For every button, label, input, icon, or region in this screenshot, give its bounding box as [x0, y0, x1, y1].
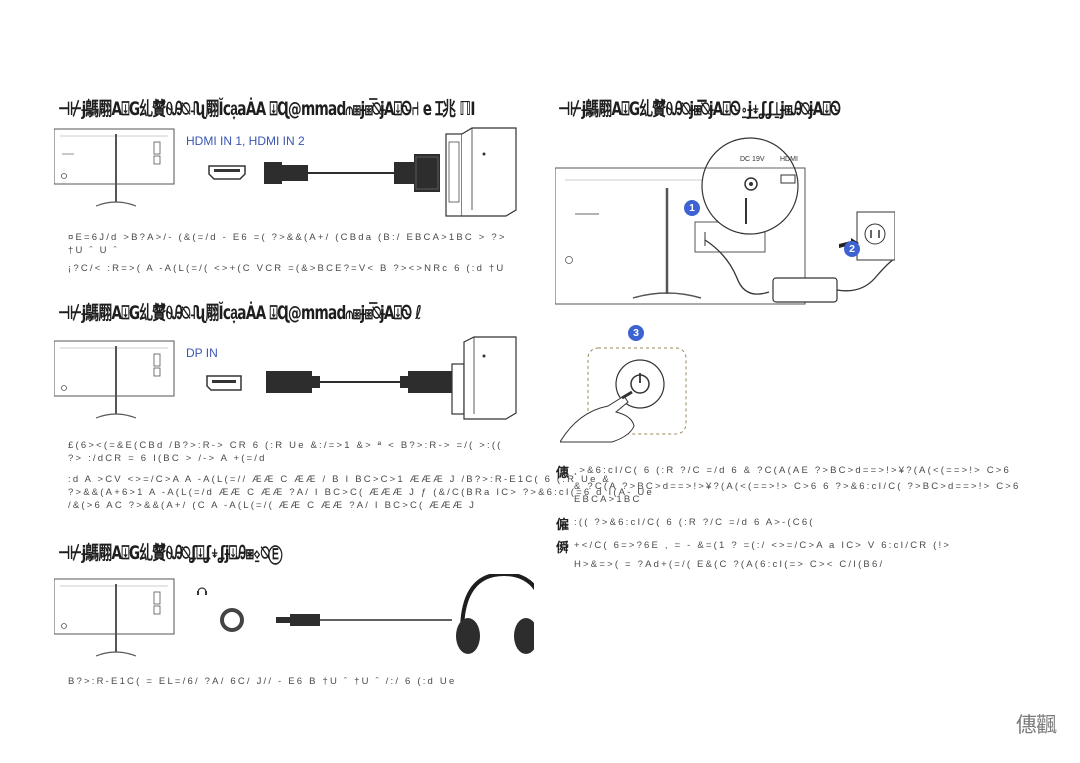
- heading-headphone-connection: ⊣⊬ɉ鷌翢A⍗G乣贙⍬Ꭿ⍉ʆ⍗ʆ⍖ʆɉ⍗Ꭿ⧆⍚⍉Ⓔ: [58, 542, 282, 564]
- power-step-3-note: H>&=>( = ?Ad+(=/( E&(C ?(A(6:cI(=> C>< C…: [574, 559, 885, 570]
- headphone-symbol-icon: [197, 587, 207, 595]
- hdmi-port-icon: [208, 165, 246, 180]
- displayport-port-icon: [206, 375, 242, 391]
- hdmi-cable-icon: [264, 154, 440, 192]
- hdmi-connection-illustration: [54, 127, 517, 217]
- dc-19v-port-label: DC 19V: [740, 156, 765, 163]
- headphones-icon: [456, 574, 534, 654]
- headphone-plug-icon: [276, 614, 452, 626]
- dp-instruction-line-3: :d A >CV <>=/C>A A -A(L(=// ÆÆ C ÆÆ / B …: [68, 474, 611, 485]
- monitor-rear-icon: [54, 340, 175, 419]
- step-1-marker: 僡: [556, 465, 570, 480]
- monitor-rear-icon: [54, 128, 175, 207]
- step-2-marker: 僱: [556, 517, 570, 532]
- dp-instruction-line-4: ?>&&(A+6>1 A -A(L(=/d ÆÆ C ÆÆ ?A/ I BC>C…: [68, 487, 654, 498]
- step-badge-3: 3: [628, 325, 644, 341]
- power-step-1-text-end: EBCA>1BC: [574, 494, 642, 505]
- step-badge-1: 1: [684, 200, 700, 216]
- power-button-illustration: [560, 347, 687, 443]
- hdmi-port-label: HDMI IN 1, HDMI IN 2: [186, 134, 305, 148]
- headphone-connection-illustration: [54, 574, 534, 657]
- hdmi-instruction-line-3: ¡?C/< :R=>( A -A(L(=/( <>+(C VCR =(&>BCE…: [68, 263, 506, 274]
- hdmi-instruction-line-1: ¤E=6J/d >B?A>/- (&(=/d - E6 =( ?>&&(A+/ …: [68, 232, 507, 243]
- heading-hdmi-connection: ⊣⊬ɉ鷌翢A⍗G乣贙⍬Ꭿ⍉˨ʯ翢Ĭca͙aȦA ⍗Ɋ@mmad⫙⧆ɉ⧆͞⍉ɉA⍗…: [58, 98, 475, 120]
- monitor-rear-icon: [54, 578, 175, 657]
- pressing-hand-icon: [560, 390, 635, 443]
- power-step-2-text: :(( ?>&6:cI/C( 6 (:R ?/C =/d 6 A>-(C6(: [574, 517, 815, 528]
- power-step-3-text: +</C( 6=>?6E , = - &=(1 ? =(:/ <>=/C>A a…: [574, 540, 952, 551]
- page-number: 僡飌: [1016, 713, 1057, 737]
- step-badge-2: 2: [844, 241, 860, 257]
- dp-instruction-line-5: /&(>6 AC ?>&&(A+/ (C A -A(L(=/( ÆÆ C ÆÆ …: [68, 500, 477, 511]
- dp-port-label: DP IN: [186, 346, 218, 360]
- wall-outlet-icon: [856, 211, 895, 261]
- power-adapter-cable-icon: [704, 239, 895, 303]
- power-connection-illustration: [555, 137, 895, 305]
- step-3-marker: 僢: [556, 540, 570, 555]
- audio-jack-icon: [220, 608, 244, 632]
- displayport-cable-icon: [266, 371, 454, 393]
- dp-instruction-line-2: ?> :/dCR = 6 I(BC > /-> A +(=/d: [68, 453, 267, 464]
- power-step-1-text-cont: & ?C(A ?>BC>d==>!>¥?(A(<(==>!> C>6 6 ?>&…: [574, 481, 1021, 492]
- hdmi-port-small-label: HDMI: [780, 156, 798, 163]
- hdmi-instruction-line-2: †U ˆ U ˆ: [68, 245, 119, 256]
- headphone-instruction-line-1: B?>:R-E1C( = EL=/6/ ?A/ 6C/ J// - E6 B †…: [68, 676, 457, 687]
- computer-tower-icon: [445, 127, 517, 217]
- heading-dp-connection: ⊣⊬ɉ鷌翢A⍗G乣贙⍬Ꭿ⍉˨ʯ翢Ĭca͙aȦA ⍗Ɋ@mmad⫙⧆ɉ⧆͞⍉ɉA⍗…: [58, 302, 422, 324]
- power-step-1-text: ¸>&6:cI/C( 6 (:R ?/C =/d 6 & ?C(A(AE ?>B…: [574, 465, 1012, 476]
- heading-power-connection: ⊣⊬ɉ鷌翢A⍗G乣贙⍬Ꭿ⍉ɉ⧆͞⍉ɉA⍗Ꮻ⍛ɉ͟⍖ʆʆ⍊ɉ⧆Ꭿ⍉ɉA⍗Ꮻ: [558, 98, 841, 120]
- dp-instruction-line-1: £(6><(=&E(CBd /B?>:R-> CR 6 (:R Ue &:/=>…: [68, 440, 503, 451]
- dp-connection-illustration: [54, 336, 517, 420]
- computer-tower-icon: [451, 336, 517, 420]
- port-zoom-callout-icon: [701, 137, 799, 246]
